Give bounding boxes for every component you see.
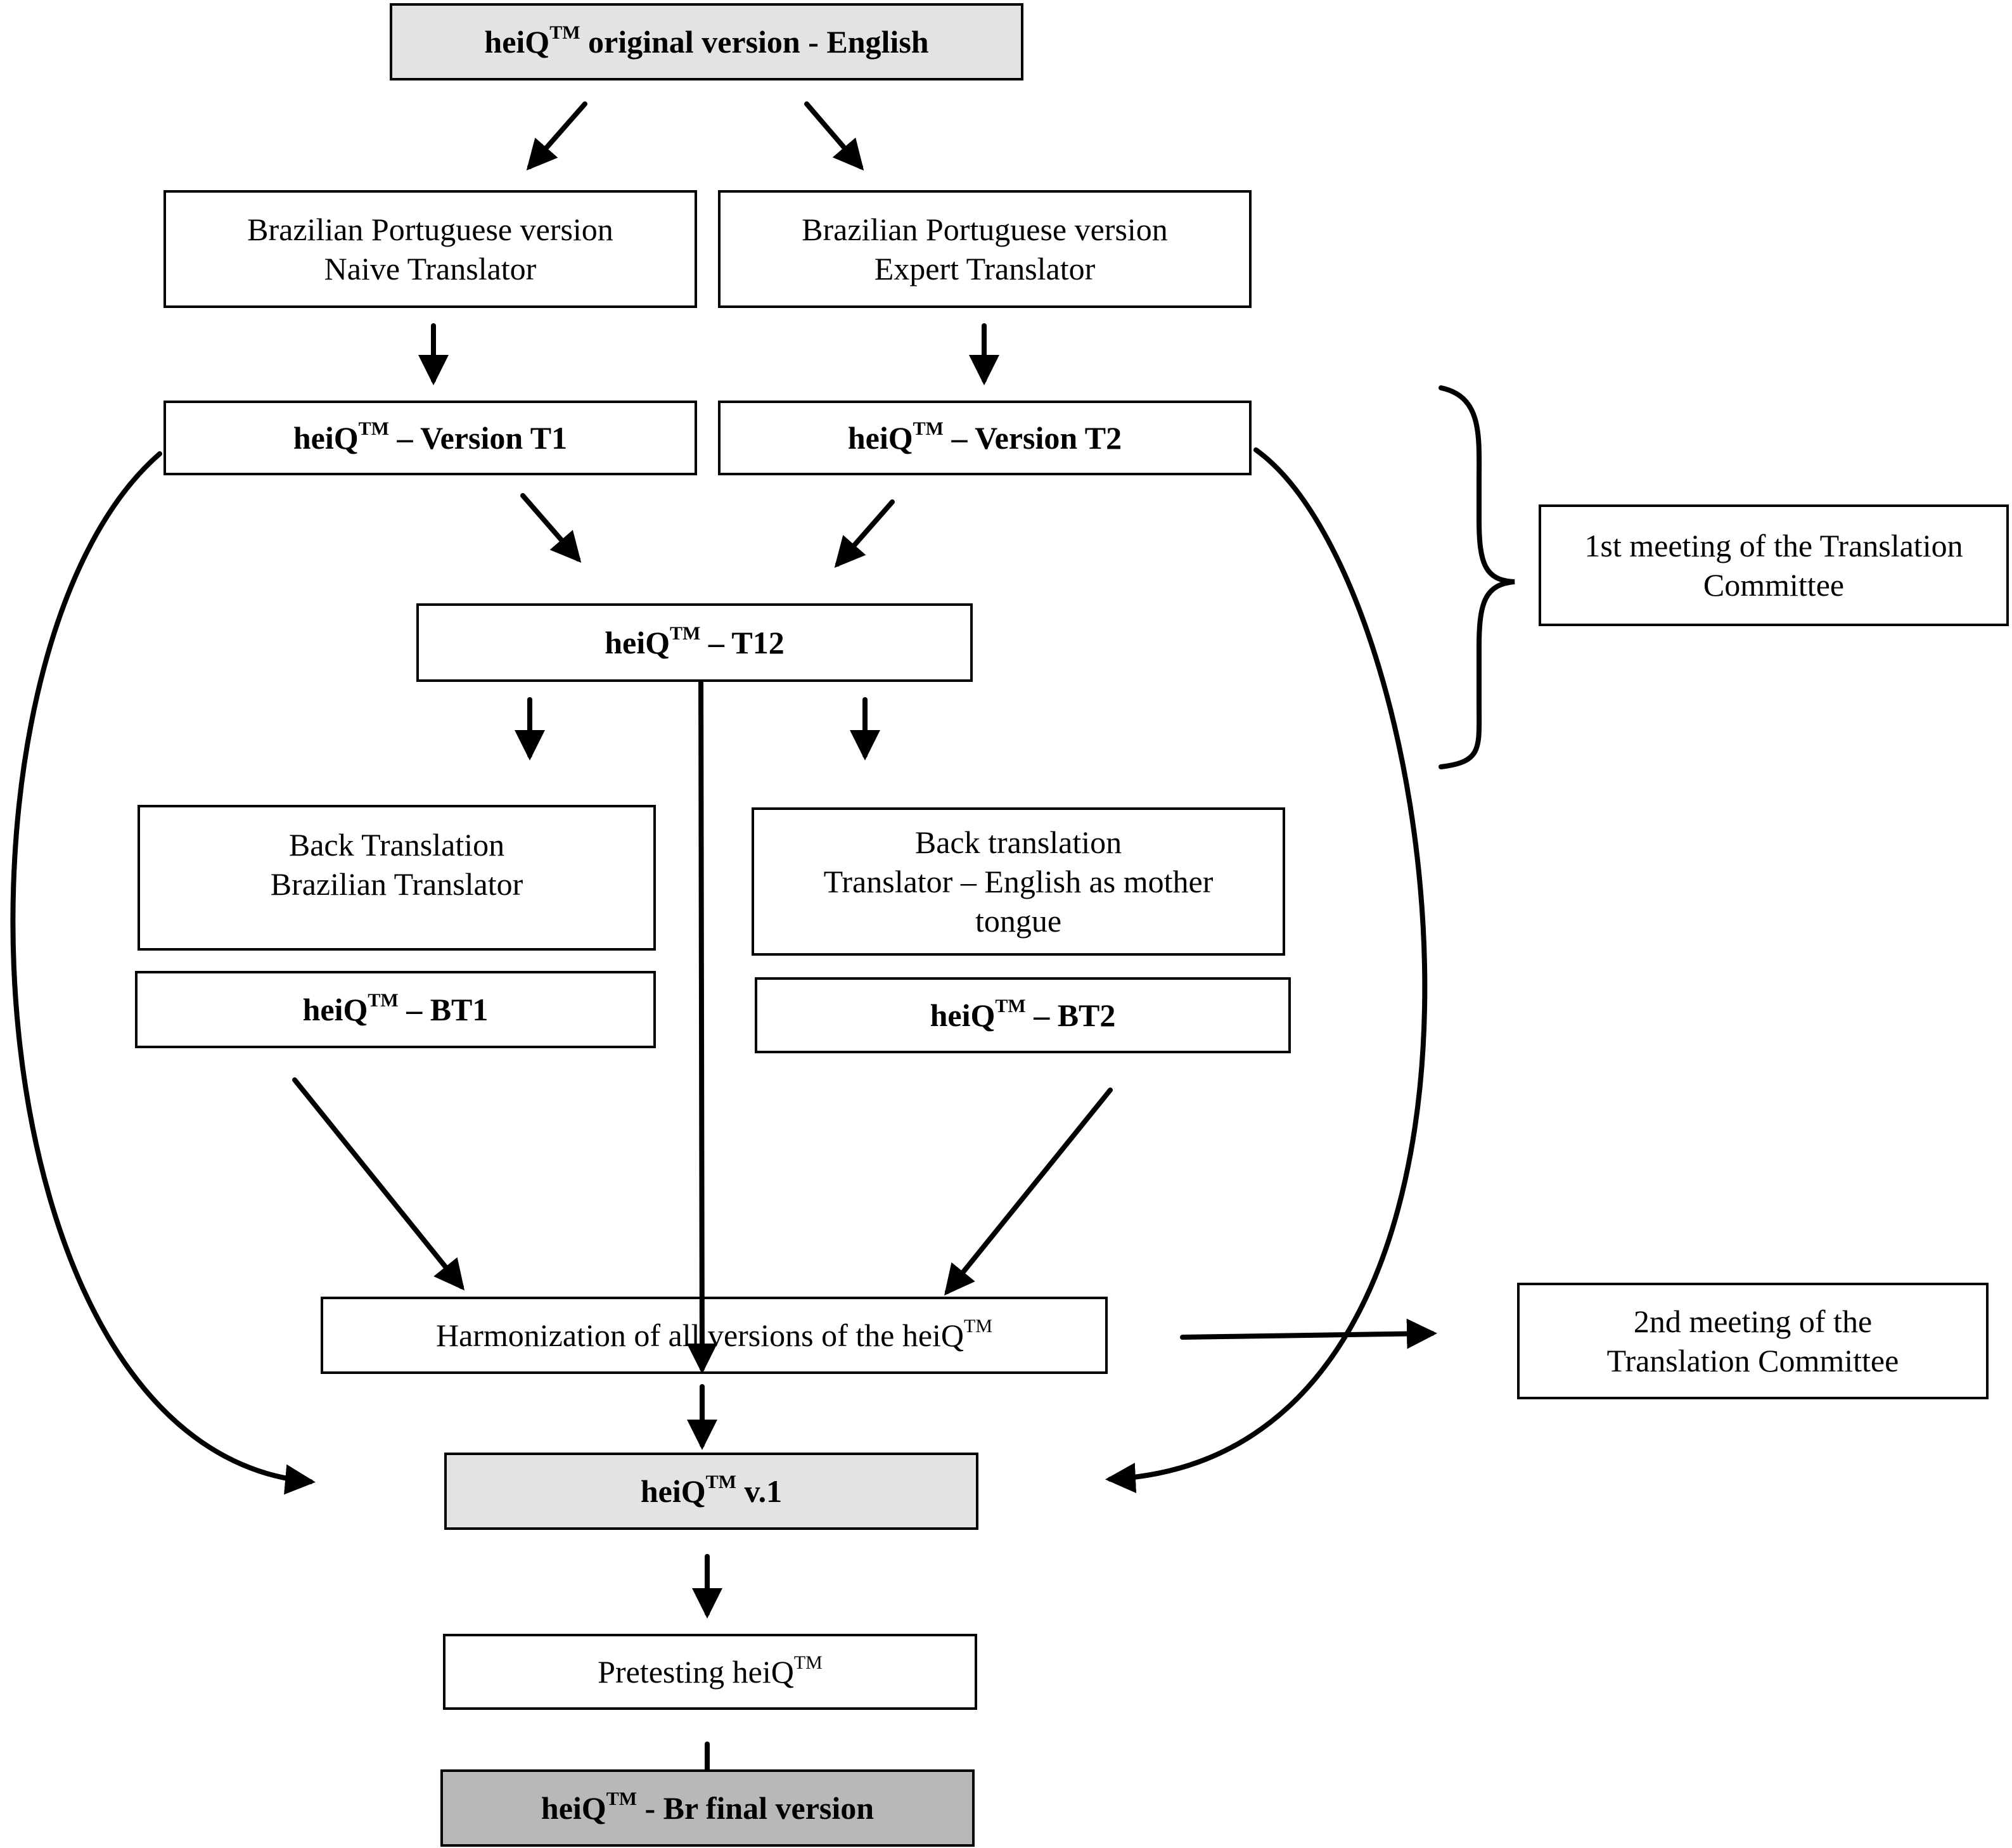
node-back-translation-english: Back translation Translator – English as… [752, 807, 1285, 956]
node-second-meeting-line2: Translation Committee [1606, 1343, 1899, 1378]
node-back-translation-brazilian-line1: Back Translation [288, 827, 505, 863]
node-v1: heiQTM v.1 [444, 1453, 978, 1530]
node-pt-expert: Brazilian Portuguese version Expert Tran… [718, 190, 1252, 308]
node-pt-expert-line2: Expert Translator [874, 251, 1096, 286]
node-first-meeting-line2: Committee [1703, 567, 1845, 603]
node-version-t1-label: heiQTM – Version T1 [293, 418, 568, 456]
node-pt-naive-line2: Naive Translator [324, 251, 537, 286]
node-pt-naive-line1: Brazilian Portuguese version [247, 212, 613, 247]
node-back-translation-english-line1: Back translation [914, 825, 1122, 860]
node-second-meeting: 2nd meeting of the Translation Committee [1517, 1283, 1989, 1399]
node-back-translation-english-line3: tongue [975, 903, 1062, 939]
node-back-translation-brazilian: Back Translation Brazilian Translator [138, 805, 656, 951]
node-t12-label: heiQTM – T12 [605, 623, 785, 660]
node-t12: heiQTM – T12 [416, 603, 973, 682]
node-first-meeting-line1: 1st meeting of the Translation [1584, 528, 1963, 563]
curve-t1-to-v1 [10, 451, 316, 1495]
node-harmonization-label: Harmonization of all versions of the hei… [435, 1316, 993, 1353]
node-pretesting-label: Pretesting heiQTM [598, 1652, 823, 1690]
curve-t2-to-v1 [1105, 447, 1428, 1493]
node-bt1: heiQTM – BT1 [135, 971, 656, 1048]
arrow-original-to-expert [804, 101, 864, 171]
arrow-original-to-naive [526, 101, 587, 171]
node-version-t2-label: heiQTM – Version T2 [847, 418, 1122, 456]
node-back-translation-brazilian-line2: Brazilian Translator [270, 866, 523, 902]
node-bt1-label: heiQTM – BT1 [302, 990, 489, 1027]
line-t12-to-v1 [686, 669, 717, 1374]
node-second-meeting-line1: 2nd meeting of the [1633, 1304, 1873, 1339]
arrow-harmonization-to-meeting2 [1180, 1318, 1437, 1349]
brace-first-meeting [1439, 385, 1515, 769]
node-pt-expert-line1: Brazilian Portuguese version [802, 212, 1168, 247]
node-final-version: heiQTM - Br final version [440, 1769, 975, 1847]
node-bt2: heiQTM – BT2 [755, 977, 1291, 1053]
arrow-t1-to-t12 [520, 493, 582, 563]
node-bt2-label: heiQTM – BT2 [930, 996, 1116, 1033]
node-version-t1: heiQTM – Version T1 [163, 401, 697, 475]
node-back-translation-english-line2: Translator – English as mother [823, 864, 1214, 899]
node-original-english-label: heiQTM original version - English [484, 22, 929, 60]
arrow-t2-to-t12 [834, 499, 895, 568]
node-original-english: heiQTM original version - English [390, 3, 1023, 80]
node-version-t2: heiQTM – Version T2 [718, 401, 1252, 475]
node-final-version-label: heiQTM - Br final version [541, 1788, 875, 1826]
node-first-meeting: 1st meeting of the Translation Committee [1539, 504, 2009, 626]
arrow-bt2-to-harmonization [944, 1088, 1113, 1296]
arrow-bt1-to-harmonization [292, 1077, 465, 1291]
node-v1-label: heiQTM v.1 [640, 1472, 783, 1509]
node-pretesting: Pretesting heiQTM [443, 1634, 977, 1710]
node-pt-naive: Brazilian Portuguese version Naive Trans… [163, 190, 697, 308]
node-harmonization: Harmonization of all versions of the hei… [321, 1297, 1108, 1374]
